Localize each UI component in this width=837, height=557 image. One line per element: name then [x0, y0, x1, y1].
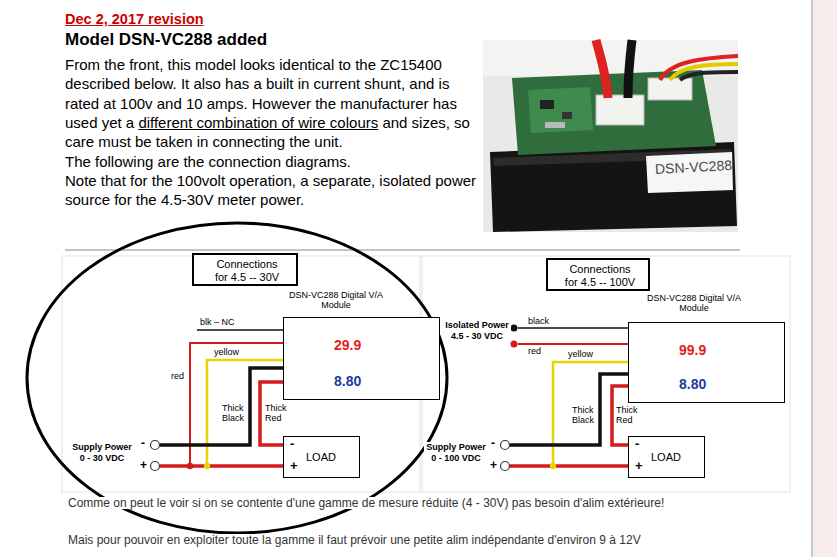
junction-dot	[187, 463, 193, 469]
photo-wire	[628, 40, 632, 98]
load-label: LOAD	[651, 451, 681, 464]
underlined-text: different combination of wire colours	[138, 114, 378, 131]
current-reading: 8.80	[679, 376, 706, 392]
chip-symbol	[562, 112, 572, 119]
range-box: Connections for 4.5 -- 30V	[192, 253, 298, 286]
module-bezel	[490, 142, 737, 232]
range-caption: Connections for 4.5 -- 100V	[563, 263, 637, 288]
range-caption: Connections for 4.5 -- 30V	[210, 258, 284, 283]
junction-dot	[204, 463, 210, 469]
wire-connector	[596, 95, 644, 125]
thick-red-wire	[510, 464, 628, 468]
terminal-sign: -	[141, 437, 145, 449]
terminal-sign: -	[491, 437, 495, 449]
wire-label: Thick Black	[222, 404, 244, 424]
range-box: Connections for 4.5 -- 100V	[546, 258, 650, 291]
section-heading: Model DSN-VC288 added	[65, 30, 267, 50]
wire-connector	[648, 78, 692, 100]
terminal-sign: +	[140, 459, 147, 471]
terminal-sign: +	[635, 459, 643, 474]
wire-label: yellow	[568, 350, 593, 359]
wire-label: red	[171, 372, 184, 381]
current-reading: 8.80	[334, 373, 361, 389]
wire-label: yellow	[214, 348, 239, 357]
junction-dot	[550, 463, 556, 469]
terminal-sign: -	[290, 437, 294, 452]
photo-wire	[680, 72, 738, 80]
terminal-symbol	[501, 441, 510, 450]
module-heading: DSN-VC288 Digital V/A Module	[644, 293, 744, 314]
black-wire	[197, 329, 283, 331]
meter-module: DSN-VC288 Digital V/A Module29.98.80	[283, 317, 440, 400]
photo-wire	[660, 56, 738, 80]
meter-module: DSN-VC288 Digital V/A Module99.98.80	[628, 322, 785, 403]
voltage-reading: 99.9	[679, 342, 706, 358]
load-label: LOAD	[306, 451, 336, 464]
wire-label: blk – NC	[200, 318, 235, 327]
terminal-symbol	[511, 341, 518, 348]
supply-label: Supply Power 0 - 100 VDC	[424, 442, 488, 464]
red-wire	[518, 343, 628, 345]
side-panel	[812, 0, 837, 557]
comment-text: Comme on peut le voir si on se contente …	[68, 497, 664, 509]
wire-label: black	[528, 317, 549, 326]
wire-label: Thick Red	[265, 404, 287, 424]
comment-text: Mais pour pouvoir en exploiter toute la …	[68, 534, 641, 546]
circuit-board	[528, 87, 593, 133]
body-text: Note that for the 100volt operation, a s…	[65, 171, 477, 210]
circuit-board	[512, 70, 716, 155]
load-box: -LOAD +	[283, 436, 360, 478]
highlight-ellipse	[27, 223, 447, 533]
terminal-sign: -	[635, 437, 639, 452]
terminal-symbol	[501, 462, 510, 471]
thick-red-wire	[160, 464, 283, 468]
black-wire	[518, 327, 628, 329]
load-box: -LOAD +	[628, 436, 705, 478]
wire-label: red	[528, 347, 541, 356]
module-label: DSN-VC288	[655, 158, 733, 176]
terminal-symbol	[151, 462, 160, 471]
supply-label: Supply Power 0 - 30 VDC	[70, 442, 134, 464]
terminal-sign: +	[290, 459, 298, 474]
photo-wire	[596, 40, 608, 98]
voltage-reading: 29.9	[334, 337, 361, 353]
body-text: The following are the connection diagram…	[65, 152, 477, 171]
panel-border	[811, 0, 813, 557]
chip-symbol	[540, 100, 554, 109]
page-heading: Dec 2, 2017 revision	[65, 11, 204, 28]
photo-background	[483, 40, 738, 232]
diagram-frame	[422, 256, 790, 492]
thick-black-wire	[510, 374, 628, 445]
supply-label: Isolated Power 4.5 - 30 VDC	[443, 320, 511, 342]
terminal-sign: +	[490, 459, 497, 471]
chip-symbol	[545, 122, 565, 128]
terminal-symbol	[511, 325, 518, 332]
wire-label: Thick Red	[616, 406, 638, 426]
terminal-symbol	[151, 441, 160, 450]
separator-line	[65, 250, 740, 251]
module-heading: DSN-VC288 Digital V/A Module	[286, 290, 386, 311]
label-plate	[646, 152, 733, 193]
wire-label: Thick Black	[572, 406, 594, 426]
paragraph: From the front, this model looks identic…	[65, 55, 477, 151]
photo-wire	[670, 64, 738, 80]
